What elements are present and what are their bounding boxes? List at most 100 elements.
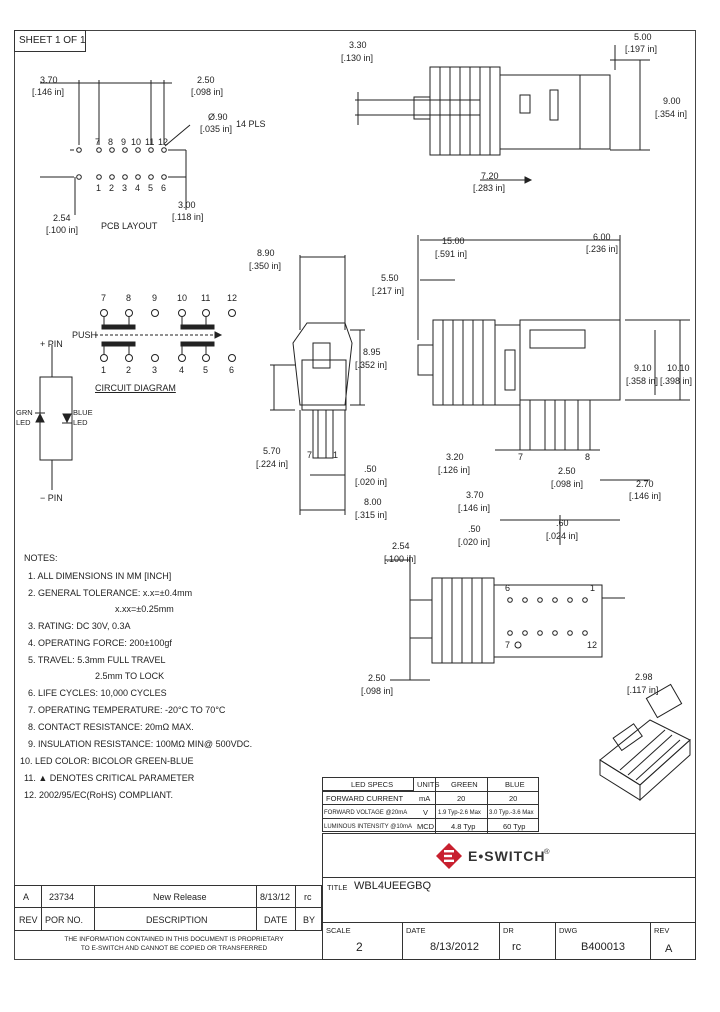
side-pin-8: 8 — [585, 452, 591, 462]
note-item: x.xx=±0.25mm — [115, 604, 174, 614]
bottom-dim-250-in: [.098 in] — [361, 686, 394, 696]
drawing-title: WBL4UEEGBQ — [354, 880, 432, 892]
pcb-dim-250: 2.50 — [197, 75, 215, 85]
pcb-pin-7: 7 — [95, 137, 101, 147]
top-dim-900: 9.00 — [663, 96, 681, 106]
dr-value: rc — [512, 941, 522, 953]
pcb-layout-label: PCB LAYOUT — [101, 221, 158, 231]
bottom-dim-254-in: [.100 in] — [384, 554, 417, 564]
rev-label: REV — [654, 926, 670, 935]
circuit-graphic — [35, 309, 236, 490]
led-table-cell: mA — [419, 794, 431, 803]
led-table-header: UNITS — [417, 780, 440, 789]
pcb-pin-12: 12 — [158, 137, 169, 147]
iso-component-graphic — [599, 683, 691, 802]
rev-cell — [650, 922, 696, 960]
pcb-dim-254-in: [.100 in] — [46, 225, 79, 235]
side-dim-910-in: [.358 in] — [626, 376, 659, 386]
side-dim-320: 3.20 — [446, 452, 464, 462]
top-dim-330: 3.30 — [349, 40, 367, 50]
pcb-pin-8: 8 — [108, 137, 114, 147]
note-item: 7. OPERATING TEMPERATURE: -20°C TO 70°C — [28, 705, 226, 715]
side-dim-320-in: [.126 in] — [438, 465, 471, 475]
pcb-holes-count: 14 PLS — [236, 119, 266, 129]
bottom-dim-254: 2.54 — [392, 541, 410, 551]
top-dim-720: 7.20 — [481, 171, 499, 181]
bottom-dim-298: 2.98 — [635, 672, 653, 682]
led-table-cell: 4.8 Typ — [451, 822, 476, 831]
side-dim-370-in: [.146 in] — [458, 503, 491, 513]
circuit-pin-8: 8 — [126, 293, 132, 303]
pcb-pin-2: 2 — [109, 183, 115, 193]
revision-header-rev: REV — [19, 915, 38, 925]
revision-header-date: DATE — [264, 915, 288, 925]
pcb-pin-5: 5 — [148, 183, 154, 193]
side-dim-050: .50 — [468, 524, 481, 534]
dwg-label: DWG — [559, 926, 578, 935]
eswitch-logo-icon — [436, 843, 462, 869]
pcb-dim-090-in: [.035 in] — [200, 124, 233, 134]
front-dim-050-in: [.020 in] — [355, 477, 388, 487]
circuit-pin-3: 3 — [152, 365, 158, 375]
circuit-pin-12: 12 — [227, 293, 238, 303]
notes-title: NOTES: — [24, 553, 58, 563]
top-dim-500-in: [.197 in] — [625, 44, 658, 54]
note-item: 4. OPERATING FORCE: 200±100gf — [28, 638, 172, 648]
side-dim-600: 6.00 — [593, 232, 611, 242]
circuit-pin-plus: + PIN — [40, 339, 63, 349]
side-dim-050-in: [.020 in] — [458, 537, 491, 547]
pcb-pin-1: 1 — [96, 183, 102, 193]
side-view-graphic — [417, 235, 690, 545]
bottom-pin-7: 7 — [505, 640, 511, 650]
date-value: 8/13/2012 — [430, 941, 479, 953]
pcb-holes — [40, 80, 191, 215]
revision-header-desc: DESCRIPTION — [146, 915, 208, 925]
bottom-pin-1: 1 — [590, 583, 596, 593]
revision-date: 8/13/12 — [260, 892, 291, 902]
logo-trademark: ® — [544, 847, 550, 856]
led-table-cell: 60 Typ — [503, 822, 526, 831]
led-table-header: LED SPECS — [351, 780, 394, 789]
side-dim-060-in: [.024 in] — [546, 531, 579, 541]
note-item: 3. RATING: DC 30V, 0.3A — [28, 621, 131, 631]
pcb-pin-11: 11 — [145, 137, 155, 147]
pcb-pin-4: 4 — [135, 183, 141, 193]
front-dim-800-in: [.315 in] — [355, 510, 388, 520]
pcb-pin-3: 3 — [122, 183, 128, 193]
bottom-dim-298-in: [.117 in] — [627, 685, 659, 695]
side-dim-600-in: [.236 in] — [586, 244, 619, 254]
led-table-header: GREEN — [451, 780, 478, 789]
led-table-cell: V — [423, 808, 429, 817]
top-dim-900-in: [.354 in] — [655, 109, 688, 119]
led-table-cell: FORWARD VOLTAGE @20mA — [324, 810, 408, 816]
circuit-pin-1: 1 — [101, 365, 107, 375]
circuit-push-label: PUSH — [72, 330, 98, 340]
pcb-pin-9: 9 — [121, 137, 127, 147]
bottom-pin-6: 6 — [505, 583, 511, 593]
led-table-cell: 3.0 Typ.-3.6 Max — [489, 810, 534, 816]
led-table-cell: 20 — [457, 794, 466, 803]
rev-value: A — [665, 943, 673, 955]
circuit-diagram-label: CIRCUIT DIAGRAM — [95, 383, 176, 393]
front-view-graphic — [270, 255, 365, 515]
front-dim-890-in: [.350 in] — [249, 261, 282, 271]
revision-rev: A — [23, 892, 30, 902]
note-item: 8. CONTACT RESISTANCE: 20mΩ MAX. — [28, 722, 194, 732]
side-pin-7: 7 — [518, 452, 524, 462]
led-table-cell: LUMINOUS INTENSITY @10mA — [324, 824, 412, 830]
pcb-dim-250-in: [.098 in] — [191, 87, 224, 97]
pcb-pin-10: 10 — [131, 137, 142, 147]
side-dim-910: 9.10 — [634, 363, 652, 373]
led-table-cell: MCD — [417, 822, 435, 831]
note-item: 5. TRAVEL: 5.3mm FULL TRAVEL — [28, 655, 166, 665]
side-dim-1500: 15.00 — [442, 236, 465, 246]
pcb-dim-370: 3.70 — [40, 75, 58, 85]
front-pin-7: 7 — [307, 450, 313, 460]
front-dim-570: 5.70 — [263, 446, 281, 456]
proprietary-notice: THE INFORMATION CONTAINED IN THIS DOCUME… — [64, 936, 284, 952]
front-dim-800: 8.00 — [364, 497, 382, 507]
circuit-pin-4: 4 — [179, 365, 185, 375]
side-dim-250: 2.50 — [558, 466, 576, 476]
